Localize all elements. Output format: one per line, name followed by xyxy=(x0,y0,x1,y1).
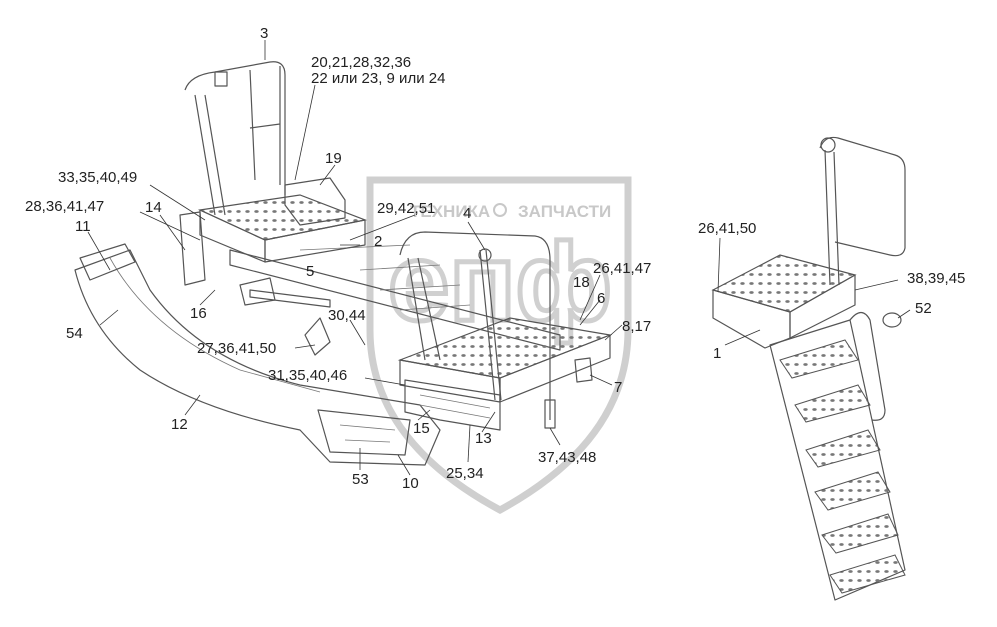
callout-28: 28,36,41,47 xyxy=(25,198,104,215)
callout-19: 19 xyxy=(325,150,342,167)
callout-13: 13 xyxy=(475,430,492,447)
callout-15: 15 xyxy=(413,420,430,437)
callout-labels: 3 20,21,28,32,36 22 или 23, 9 или 24 19 … xyxy=(25,25,965,492)
watermark-gear-icon xyxy=(493,203,507,217)
bumper xyxy=(74,243,441,466)
callout-30: 30,44 xyxy=(328,307,366,324)
callout-5: 5 xyxy=(306,263,314,280)
leader-lines xyxy=(87,40,911,476)
callout-33: 33,35,40,49 xyxy=(58,169,137,186)
callout-29: 29,42,51 xyxy=(377,200,435,217)
callout-12: 12 xyxy=(171,416,188,433)
callout-4: 4 xyxy=(463,205,471,222)
headlight-housing xyxy=(317,409,411,456)
callout-53: 53 xyxy=(352,471,369,488)
bumper-end-cap xyxy=(79,243,136,281)
handrail-cap xyxy=(214,71,228,87)
watermark-right-text: ЗАПЧАСТИ xyxy=(518,202,611,221)
callout-38: 38,39,45 xyxy=(907,270,965,287)
rubber-bumper-52 xyxy=(882,312,902,328)
callout-16: 16 xyxy=(190,305,207,322)
callout-22: 22 или 23, 9 или 24 xyxy=(311,70,445,87)
callout-2: 2 xyxy=(374,233,382,250)
callout-20: 20,21,28,32,36 xyxy=(311,54,411,71)
watermark-left-text: ТЕХНИКА xyxy=(410,202,490,221)
callout-27: 27,36,41,50 xyxy=(197,340,276,357)
callout-14: 14 xyxy=(145,199,162,216)
callout-54: 54 xyxy=(66,325,83,342)
handrail-joint xyxy=(478,248,492,262)
callout-25: 25,34 xyxy=(446,465,484,482)
callout-1: 1 xyxy=(713,345,721,362)
left-step-platform xyxy=(179,61,368,306)
callout-18: 18 xyxy=(573,274,590,291)
callout-26-41-50: 26,41,50 xyxy=(698,220,756,237)
callout-8: 8,17 xyxy=(622,318,651,335)
callout-3: 3 xyxy=(260,25,268,42)
callout-11: 11 xyxy=(75,218,91,235)
handrail-knob xyxy=(820,137,836,153)
callout-52: 52 xyxy=(915,300,932,317)
callout-37: 37,43,48 xyxy=(538,449,596,466)
callout-7: 7 xyxy=(614,379,622,396)
callout-31: 31,35,40,46 xyxy=(268,367,347,384)
callout-6: 6 xyxy=(597,290,605,307)
right-step-assembly xyxy=(711,136,906,601)
callout-10: 10 xyxy=(402,475,419,492)
center-step-platform xyxy=(397,231,613,431)
watermark-shield-icon xyxy=(366,176,632,514)
callout-26-41-47: 26,41,47 xyxy=(593,260,651,277)
